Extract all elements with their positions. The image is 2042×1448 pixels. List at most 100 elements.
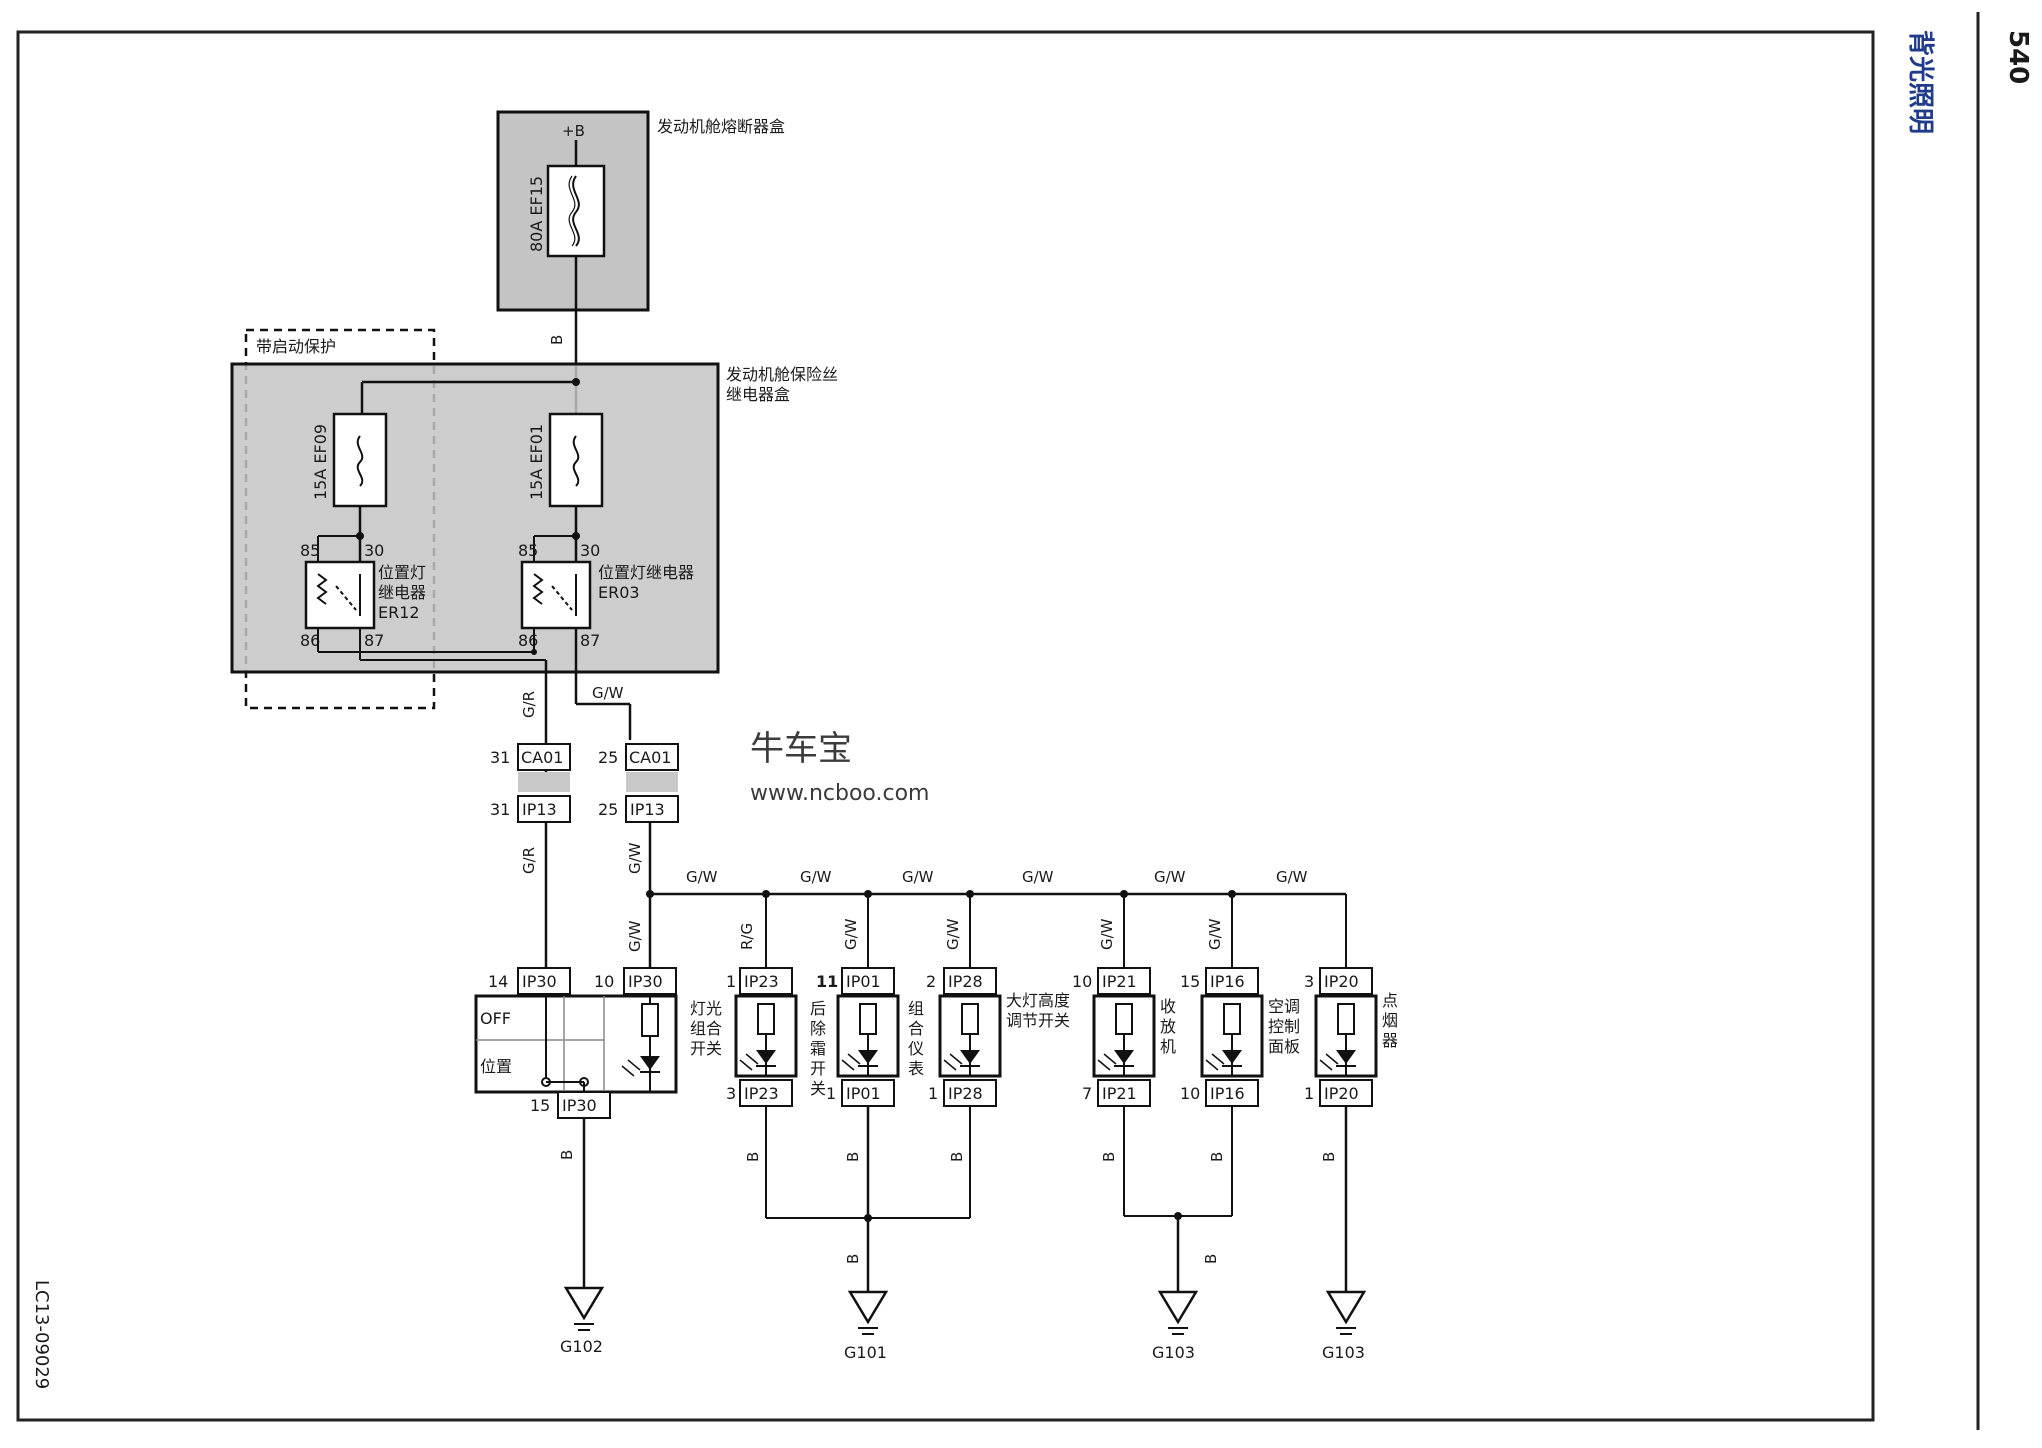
comp-ip16-top: IP16 (1210, 972, 1245, 991)
supply-label: +B (562, 122, 585, 140)
relay-er03-label-2: ER03 (598, 583, 640, 602)
comp-ip28-label-2: 调节开关 (1006, 1011, 1070, 1030)
comp-ip20-label-1: 点 (1382, 991, 1398, 1010)
wire-gw-label-1: G/W (592, 684, 624, 702)
conn-ip13-b-pin: 25 (598, 800, 618, 819)
conn-ip13-a: IP13 (522, 800, 557, 819)
ground-g103-b-label: G103 (1322, 1343, 1365, 1362)
comp-ip20-label-3: 器 (1382, 1031, 1398, 1050)
comp-ip23-label-2: 除 (810, 1019, 826, 1038)
wire-gw-ip01: G/W (842, 918, 860, 950)
wire-b-ip28: B (948, 1152, 966, 1162)
fuse-ef01 (548, 412, 604, 508)
comp-ip16-bottom-pin: 10 (1180, 1084, 1200, 1103)
comp-ip28-bottom: IP28 (948, 1084, 983, 1103)
wire-gw-ip21: G/W (1098, 918, 1116, 950)
bus-label-5: G/W (1154, 868, 1186, 886)
comp-ip20-top: IP20 (1324, 972, 1359, 991)
ground-g101-label: G101 (844, 1343, 887, 1362)
pin-30-right: 30 (580, 541, 600, 560)
relay-box-label-1: 发动机舱保险丝 (726, 365, 838, 384)
comp-ip01-top: IP01 (846, 972, 881, 991)
relay-er12-label-1: 位置灯 (378, 563, 426, 582)
comp-ip01-bottom-pin: 1 (826, 1084, 836, 1103)
switch-label-1: 灯光 (690, 999, 722, 1018)
wire-gw-label-3: G/W (626, 920, 644, 952)
ground-g103-a-symbol (1157, 1290, 1199, 1325)
section-title: 背光照明 (1905, 30, 1935, 134)
start-protect-label: 带启动保护 (256, 337, 336, 356)
comp-ip28-top: IP28 (948, 972, 983, 991)
comp-ip23-label-1: 后 (810, 999, 826, 1018)
switch-pin-10: 10 (594, 972, 614, 991)
relay-er03 (520, 560, 592, 630)
pin-86-right: 86 (518, 631, 538, 650)
ground-g102-symbol (563, 1286, 605, 1321)
conn-ca01-a-pin: 31 (490, 748, 510, 767)
switch-conn-15: IP30 (562, 1096, 597, 1115)
ground-g102-label: G102 (560, 1337, 603, 1356)
comp-ip28-label-1: 大灯高度 (1006, 991, 1070, 1010)
bus-label-3: G/W (902, 868, 934, 886)
ground-g103-a-label: G103 (1152, 1343, 1195, 1362)
comp-ip21-label-1: 收 (1160, 997, 1176, 1016)
fuse-ef15-label: 80A EF15 (527, 176, 546, 252)
wire-gw-ip28: G/W (944, 918, 962, 950)
comp-ip23-label-5: 关 (810, 1079, 826, 1098)
wire-rg-label: R/G (738, 923, 756, 950)
relay-box-label-2: 继电器盒 (726, 385, 790, 404)
conn-ip13-b: IP13 (630, 800, 665, 819)
switch-label-2: 组合 (690, 1019, 722, 1038)
watermark-brand: 牛车宝 (750, 729, 852, 769)
wire-b-g103-a: B (1202, 1254, 1220, 1264)
relay-er12-label-2: 继电器 (378, 583, 426, 602)
comp-ip21-top-pin: 10 (1072, 972, 1092, 991)
comp-ip20-bottom: IP20 (1324, 1084, 1359, 1103)
relay-er12-label-3: ER12 (378, 603, 420, 622)
wire-b-switch: B (558, 1150, 576, 1160)
page-number: 540 (2003, 30, 2033, 84)
diagram-frame (16, 30, 1875, 1422)
wire-gw-ip16: G/W (1206, 918, 1224, 950)
comp-ip21-bottom-pin: 7 (1082, 1084, 1092, 1103)
conn-ca01-b: CA01 (629, 748, 671, 767)
comp-ip23-label-4: 开 (810, 1059, 826, 1078)
comp-ip20-bottom-pin: 1 (1304, 1084, 1314, 1103)
switch-conn-14: IP30 (522, 972, 557, 991)
wire-b-g101: B (844, 1254, 862, 1264)
wire-gr-label-2: G/R (520, 847, 538, 874)
comp-ip23-top: IP23 (744, 972, 779, 991)
fuse-ef09-label: 15A EF09 (311, 424, 330, 500)
comp-ip16-bottom: IP16 (1210, 1084, 1245, 1103)
wire-gw-label-2: G/W (626, 842, 644, 874)
switch-pos-position: 位置 (480, 1057, 512, 1076)
bus-label-4: G/W (1022, 868, 1054, 886)
comp-ip16-top-pin: 15 (1180, 972, 1200, 991)
comp-ip01-label-2: 合 (908, 1019, 924, 1038)
engine-fuse-box-label: 发动机舱熔断器盒 (657, 117, 785, 136)
bus-label-1: G/W (686, 868, 718, 886)
comp-ip21-bottom: IP21 (1102, 1084, 1137, 1103)
wire-b-ip21: B (1100, 1152, 1118, 1162)
wire-b-ip20: B (1320, 1152, 1338, 1162)
conn-ca01-a: CA01 (521, 748, 563, 767)
comp-ip28-bottom-pin: 1 (928, 1084, 938, 1103)
comp-ip23-bottom: IP23 (744, 1084, 779, 1103)
relay-er12 (304, 560, 376, 630)
switch-pin-15: 15 (530, 1096, 550, 1115)
pin-85-right: 85 (518, 541, 538, 560)
relay-er03-label-1: 位置灯继电器 (598, 563, 694, 582)
bus-label-2: G/W (800, 868, 832, 886)
fuse-ef09 (332, 412, 388, 508)
comp-ip01-label-1: 组 (908, 999, 924, 1018)
wire-b-label: B (548, 335, 566, 345)
comp-ip21-top: IP21 (1102, 972, 1137, 991)
comp-ip23-label-3: 霜 (810, 1039, 826, 1058)
comp-ip01-label-4: 表 (908, 1059, 924, 1078)
comp-ip21-label-2: 放 (1160, 1017, 1176, 1036)
diagram-code: LC13-09029 (31, 1280, 52, 1389)
pin-30-left: 30 (364, 541, 384, 560)
ground-g101-symbol (847, 1290, 889, 1325)
